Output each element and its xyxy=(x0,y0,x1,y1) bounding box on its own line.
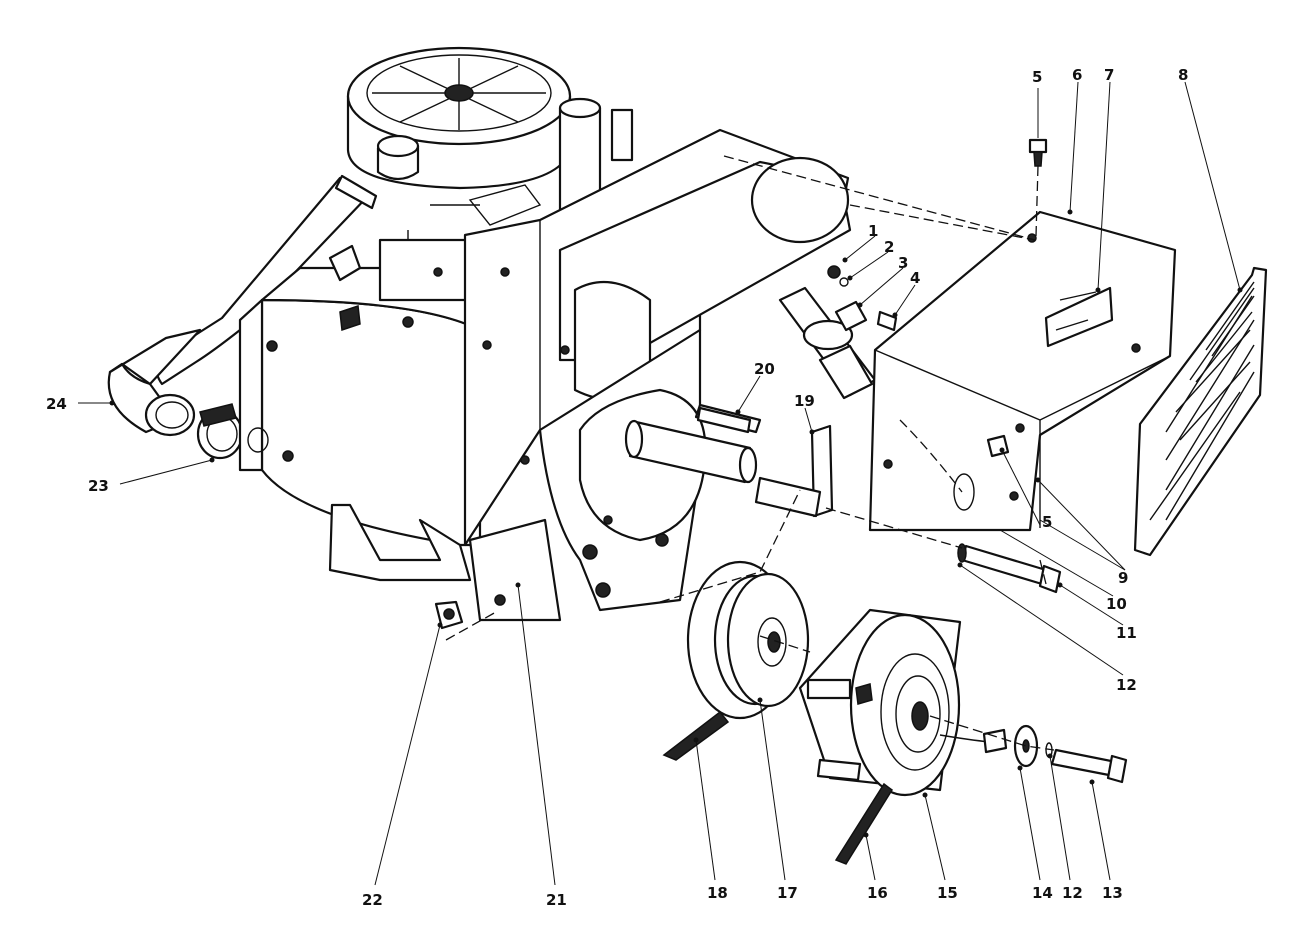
callout-5-top: 5 xyxy=(1032,68,1042,86)
callout-18: 18 xyxy=(707,884,728,902)
engine-mount xyxy=(328,503,562,622)
leader-dots xyxy=(109,209,1243,838)
belt-b xyxy=(834,782,893,865)
clutch-connector xyxy=(982,728,1008,754)
hex-nut xyxy=(434,600,464,630)
callout-10: 10 xyxy=(1106,595,1127,613)
bolt-long xyxy=(960,544,1062,594)
leader-lines xyxy=(78,81,1241,886)
carburetor xyxy=(407,97,634,245)
callout-12-right: 12 xyxy=(1116,676,1137,694)
callout-13: 13 xyxy=(1102,884,1123,902)
callout-17: 17 xyxy=(777,884,798,902)
engine-block xyxy=(238,238,502,547)
hose-clamp xyxy=(196,403,244,460)
exhaust-pipe xyxy=(107,174,378,437)
callout-21: 21 xyxy=(546,891,567,909)
callout-19: 19 xyxy=(794,392,815,410)
pulley xyxy=(686,560,810,720)
engine-assembly xyxy=(107,46,898,622)
callout-24: 24 xyxy=(46,395,67,413)
electric-clutch xyxy=(798,608,1008,797)
callout-1: 1 xyxy=(868,222,878,240)
callout-7: 7 xyxy=(1104,66,1114,84)
callout-labels: 1 2 3 4 5 5 6 7 8 9 10 11 12 12 13 14 15… xyxy=(46,66,1188,909)
muffler-guard xyxy=(868,210,1177,532)
screw-side xyxy=(986,434,1010,458)
callout-23: 23 xyxy=(88,477,109,495)
spacer-tube xyxy=(754,476,822,518)
callout-12-bottom: 12 xyxy=(1062,884,1083,902)
air-cleaner xyxy=(346,46,572,190)
callout-3: 3 xyxy=(898,254,908,272)
bolt-short xyxy=(1050,748,1128,784)
hardware xyxy=(434,138,1128,784)
callout-8: 8 xyxy=(1178,66,1188,84)
callout-14: 14 xyxy=(1032,884,1053,902)
belt-a xyxy=(662,710,730,761)
callout-2: 2 xyxy=(884,238,894,256)
spark-arrester-screen xyxy=(1133,266,1268,557)
blower-housing xyxy=(463,128,852,547)
callout-6: 6 xyxy=(1072,66,1082,84)
screw-top xyxy=(1028,138,1048,154)
callout-16: 16 xyxy=(867,884,888,902)
callout-5-side: 5 xyxy=(1042,513,1052,531)
callout-11: 11 xyxy=(1116,624,1137,642)
crankcase xyxy=(538,328,707,612)
callout-20: 20 xyxy=(754,360,775,378)
callout-15: 15 xyxy=(937,884,958,902)
assembly-lines xyxy=(445,155,1055,751)
woodruff-key xyxy=(696,406,752,434)
callout-22: 22 xyxy=(362,891,383,909)
callout-4: 4 xyxy=(910,269,920,287)
callout-9: 9 xyxy=(1118,569,1128,587)
elbow-hose xyxy=(778,265,898,400)
